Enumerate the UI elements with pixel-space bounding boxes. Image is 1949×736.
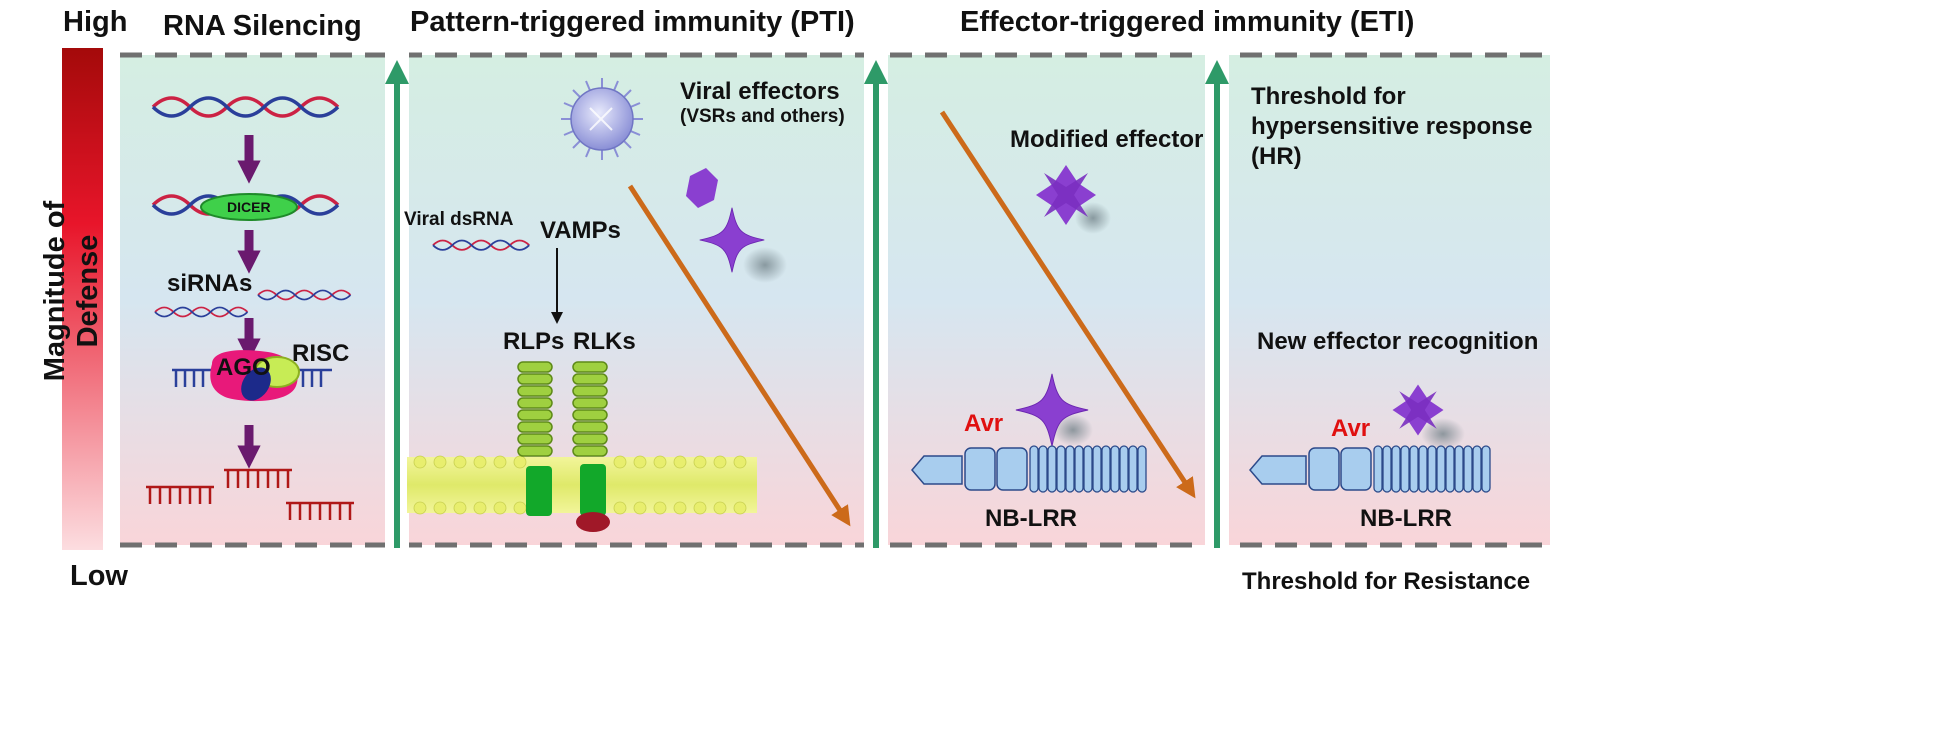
rna-silencing-graphic: [146, 96, 354, 520]
axis-high-label: High: [63, 6, 128, 38]
threshold-hr-label-3: (HR): [1251, 143, 1302, 170]
sirnas-label: siRNAs: [167, 270, 253, 297]
new-effector-recognition-label: New effector recognition: [1257, 328, 1539, 355]
effector-shadow: [743, 247, 787, 283]
degraded-rna-icon: [146, 468, 354, 520]
pti-graphic: [407, 78, 787, 532]
viral-dsrna-label: Viral dsRNA: [404, 209, 514, 230]
nb-lrr-label-1: NB-LRR: [985, 505, 1077, 532]
magnitude-bar: [62, 48, 103, 550]
dicer-ellipse: [200, 193, 298, 221]
rlps-label: RLPs: [503, 328, 565, 355]
dicer-label: DICER: [227, 199, 271, 215]
threshold-resistance-label: Threshold for Resistance: [1242, 568, 1531, 595]
avr-octo-2: [1392, 384, 1444, 436]
threshold-hr-label-1: Threshold for: [1251, 83, 1406, 110]
risc-label: RISC: [292, 340, 350, 367]
ago-label: AGO: [216, 354, 271, 381]
nb-lrr-protein-1: [911, 445, 1147, 493]
modified-effector-icon: [1036, 165, 1096, 225]
vamps-label: VAMPs: [540, 217, 621, 244]
virus-icon: [561, 78, 643, 160]
eti-graphic-2: [1249, 384, 1491, 493]
eti-graphic-1: [911, 165, 1147, 493]
effector-hexagon: [686, 168, 718, 208]
vsrs-label: (VSRs and others): [680, 106, 845, 127]
rlp-receptor: [517, 361, 553, 516]
orange-arrow-1: [627, 184, 851, 527]
avr-shadow-2: [1421, 418, 1465, 450]
rlk-receptor: [572, 361, 610, 532]
section-pti-title: Pattern-triggered immunity (PTI): [410, 6, 855, 38]
ago-protein: [241, 367, 271, 401]
avr-label-1: Avr: [964, 410, 1004, 437]
rlks-label: RLKs: [573, 328, 636, 355]
section-rna-title: RNA Silencing: [163, 10, 362, 42]
threshold-hr-label-2: hypersensitive response: [1251, 113, 1533, 140]
section-eti-title: Effector-triggered immunity (ETI): [960, 6, 1415, 38]
nb-lrr-label-2: NB-LRR: [1360, 505, 1452, 532]
avr-shadow-1: [1053, 414, 1093, 446]
nb-lrr-protein-2: [1249, 445, 1491, 493]
axis-title: Magnitude of Defense: [39, 200, 104, 382]
axis-low-label: Low: [70, 560, 128, 592]
avr-label-2: Avr: [1331, 415, 1371, 442]
modified-effector-shadow: [1075, 202, 1111, 234]
orange-arrow-2: [939, 110, 1196, 499]
viral-effectors-label: Viral effectors: [680, 78, 840, 105]
modified-effector-label: Modified effector: [1010, 126, 1204, 153]
